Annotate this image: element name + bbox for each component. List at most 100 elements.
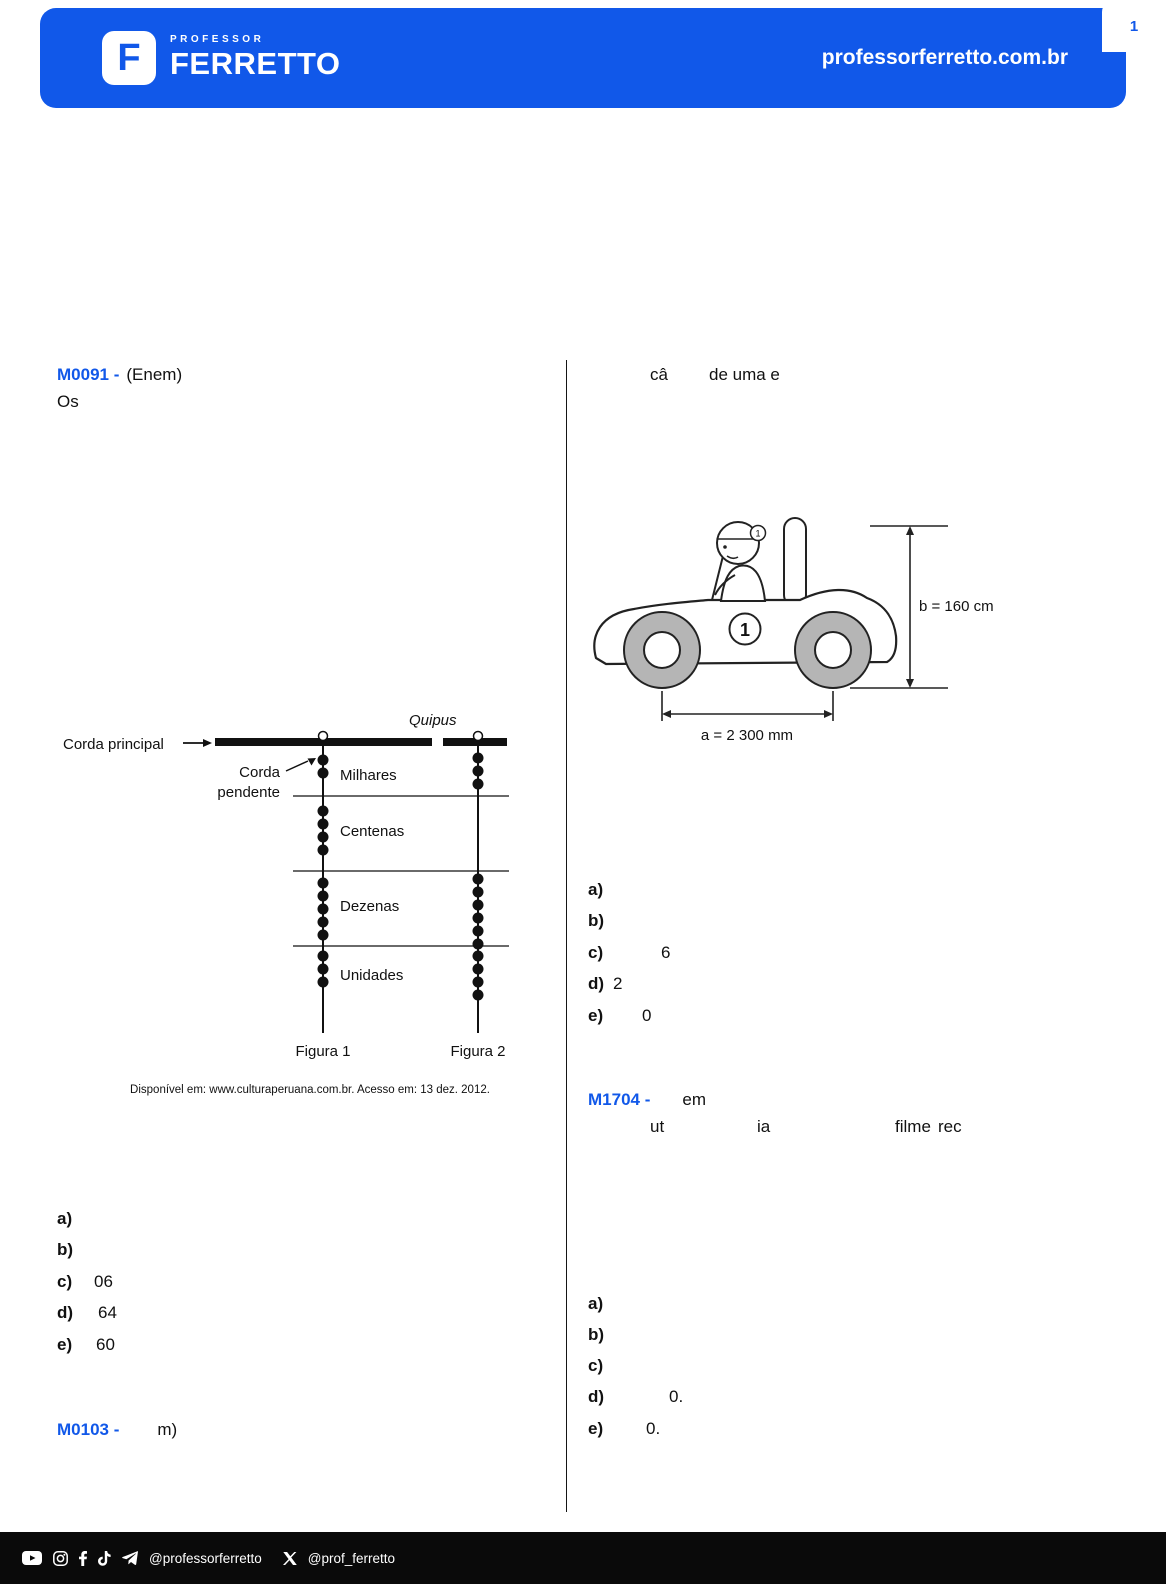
option-row-a: a)	[57, 1208, 78, 1229]
main-cord-label: Corda principal	[63, 736, 164, 753]
option-letter: e)	[57, 1335, 73, 1354]
option-row-b: b)	[57, 1239, 78, 1260]
figure-title: Quipus	[409, 712, 457, 729]
headrest	[783, 517, 807, 607]
driver-arm	[714, 574, 736, 596]
option-value: 0.	[669, 1387, 684, 1406]
pendant-cord-label-1: Corda	[239, 764, 281, 781]
option-row-b: b)	[588, 1324, 609, 1345]
driver-eye	[723, 545, 727, 549]
option-value: 0.	[646, 1419, 661, 1438]
logo: F PROFESSOR FERRETTO	[102, 31, 341, 85]
question-code: M0103 -	[57, 1420, 120, 1439]
row-label-tens: Dezenas	[340, 898, 399, 915]
main-cord-arrowhead	[203, 739, 212, 747]
option-value: 64	[98, 1303, 117, 1322]
car-figure: 1 1 b = 160 cm a = 2 300 mm	[593, 517, 994, 744]
knot-figure2	[472, 730, 484, 742]
option-letter: b)	[588, 911, 605, 930]
question-code: M0091 -	[57, 365, 120, 384]
question-text-fragment: ut	[650, 1117, 665, 1136]
page-number-box: 1	[1102, 0, 1166, 52]
page-number: 1	[1129, 17, 1139, 35]
figure1-caption: Figura 1	[295, 1043, 350, 1060]
option-letter: e)	[588, 1006, 604, 1025]
option-letter: d)	[57, 1303, 74, 1322]
figure-credit: Disponível em: www.culturaperuana.com.br…	[130, 1084, 490, 1096]
door-number-circle	[728, 612, 762, 646]
social-handle[interactable]: @professorferretto	[149, 1550, 262, 1566]
option-value: 6	[661, 943, 671, 962]
option-row-d: d) 64	[57, 1302, 117, 1323]
length-label: a = 2 300 mm	[701, 727, 793, 744]
instagram-icon[interactable]	[53, 1550, 68, 1566]
option-value: 0	[642, 1006, 652, 1025]
windshield	[711, 551, 725, 601]
front-wheel	[623, 611, 701, 689]
row-label-units: Unidades	[340, 967, 403, 984]
website-link[interactable]: professorferretto.com.br	[821, 46, 1068, 69]
option-value: 06	[94, 1272, 113, 1291]
pendant-cord-arrow	[285, 760, 309, 772]
driver-head	[716, 521, 760, 565]
youtube-icon[interactable]	[22, 1551, 42, 1565]
option-row-e: e) 60	[57, 1334, 115, 1355]
option-row-c: c) 6	[588, 942, 670, 963]
beads-figure1	[317, 754, 329, 988]
header-bar: F PROFESSOR FERRETTO professorferretto.c…	[40, 8, 1126, 108]
x-icon[interactable]	[282, 1551, 297, 1565]
main-cord-figure1	[215, 738, 432, 746]
question-text-fragment: Os	[57, 392, 79, 411]
column-divider	[566, 360, 568, 1512]
question-text-fragment: m)	[157, 1420, 178, 1439]
question-source-tag: (Enem)	[126, 365, 183, 384]
driver-torso	[719, 564, 767, 602]
knot-figure1	[317, 730, 329, 742]
option-letter: a)	[588, 880, 604, 899]
option-letter: b)	[588, 1325, 605, 1344]
option-letter: c)	[57, 1272, 73, 1291]
logo-f-icon: F	[102, 31, 156, 85]
option-letter: a)	[57, 1209, 73, 1228]
telegram-icon[interactable]	[122, 1551, 138, 1565]
pendant-cord-arrowhead	[307, 758, 316, 766]
option-row-c: c)	[588, 1355, 609, 1376]
question-m0103-header: M0103 - m)	[57, 1419, 177, 1440]
driver-smile	[726, 555, 739, 560]
question-text-fragment: ia	[757, 1117, 771, 1136]
dimension-length: a = 2 300 mm	[661, 691, 834, 744]
beads-figure2	[472, 752, 484, 1001]
door-number: 1	[740, 620, 750, 640]
main-cord-figure2	[443, 738, 507, 746]
question-text-fragment: câ	[650, 365, 668, 384]
option-letter: c)	[588, 943, 604, 962]
option-value: 2	[613, 974, 623, 993]
option-letter: c)	[588, 1356, 604, 1375]
logo-small-text: PROFESSOR	[170, 34, 265, 46]
rear-wheel	[794, 611, 872, 689]
option-row-a: a)	[588, 1293, 609, 1314]
option-row-d: d) 2	[588, 973, 622, 994]
logo-text: PROFESSOR FERRETTO	[170, 34, 341, 81]
quipus-figure: Quipus Corda principal Corda pendente	[63, 712, 509, 1096]
tiktok-icon[interactable]	[98, 1550, 111, 1566]
facebook-icon[interactable]	[79, 1550, 87, 1566]
option-letter: e)	[588, 1419, 604, 1438]
question-text-fragment: em	[682, 1090, 706, 1109]
option-row-e: e) 0	[588, 1005, 651, 1026]
logo-name: FERRETTO	[170, 45, 341, 81]
option-row-d: d) 0.	[588, 1386, 683, 1407]
row-label-thousands: Milhares	[340, 767, 397, 784]
footer-bar: @professorferretto @prof_ferretto	[0, 1532, 1166, 1584]
option-letter: d)	[588, 974, 605, 993]
pendant-cord-label-2: pendente	[217, 784, 280, 801]
figure2-caption: Figura 2	[450, 1043, 505, 1060]
question-m0091-header: M0091 - (Enem)	[57, 364, 182, 385]
dimension-height: b = 160 cm	[850, 525, 994, 689]
question-code: M1704 -	[588, 1090, 651, 1109]
option-row-e: e) 0.	[588, 1418, 660, 1439]
x-handle[interactable]: @prof_ferretto	[307, 1550, 395, 1566]
row-label-hundreds: Centenas	[340, 823, 404, 840]
question-m1704-header: M1704 - em	[588, 1089, 706, 1110]
